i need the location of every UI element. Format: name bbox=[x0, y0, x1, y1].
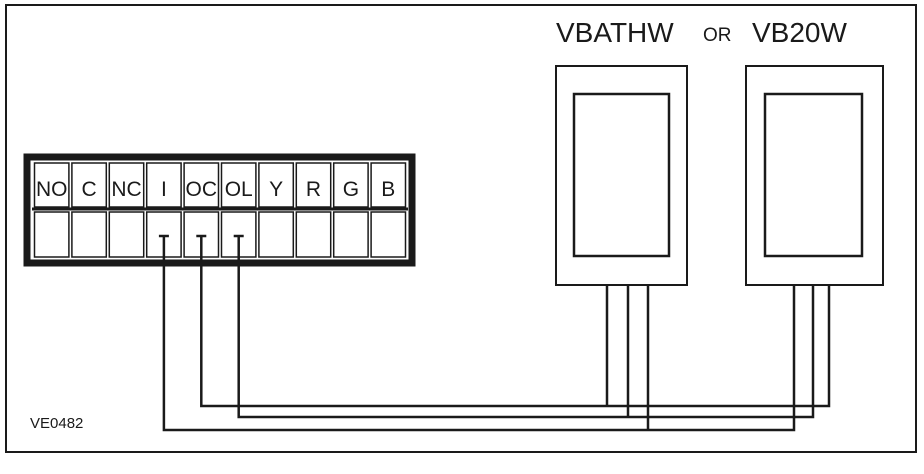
device-a-title: VBATHW bbox=[556, 17, 674, 48]
terminal-label-cell bbox=[108, 162, 145, 208]
device-a-screen bbox=[572, 92, 671, 258]
diagram-border bbox=[5, 4, 917, 453]
terminal-label-cell bbox=[295, 162, 332, 208]
terminal-label-cell bbox=[258, 162, 295, 208]
terminal-screw-cell bbox=[332, 211, 369, 258]
wire-i bbox=[162, 236, 796, 432]
device-b bbox=[745, 65, 884, 286]
terminal-label-nc: NC bbox=[111, 178, 141, 201]
device-a bbox=[555, 65, 688, 286]
wire-oc bbox=[200, 236, 831, 408]
terminal-label-oc: OC bbox=[186, 178, 218, 201]
terminal-screw-cell bbox=[108, 211, 145, 258]
terminal-label-ol: OL bbox=[225, 178, 253, 201]
terminal-label-y: Y bbox=[269, 178, 283, 201]
terminal-screw-cell bbox=[370, 211, 407, 258]
wire-ol bbox=[237, 236, 815, 419]
terminal-label-cell bbox=[71, 162, 108, 208]
wiring bbox=[158, 234, 831, 432]
terminal-label-no: NO bbox=[36, 178, 68, 201]
terminal-label-cell bbox=[33, 162, 70, 208]
terminal-label-r: R bbox=[306, 178, 321, 201]
title-connector: OR bbox=[703, 25, 732, 46]
device-b-outer bbox=[745, 65, 884, 286]
terminal-label-i: I bbox=[161, 178, 167, 201]
terminal-label-c: C bbox=[82, 178, 97, 201]
device-a-outer bbox=[555, 65, 688, 286]
terminal-label-cell bbox=[332, 162, 369, 208]
terminal-screw-cell bbox=[295, 211, 332, 258]
figure-code: VE0482 bbox=[30, 415, 83, 432]
terminal-label-cell bbox=[220, 162, 257, 208]
terminal-label-cell bbox=[370, 162, 407, 208]
terminal-screw-cell bbox=[71, 211, 108, 258]
terminal-screw-cell bbox=[33, 211, 70, 258]
terminal-screw-cell bbox=[258, 211, 295, 258]
terminal-label-b: B bbox=[381, 178, 395, 201]
terminal-label-cell bbox=[145, 162, 182, 208]
terminal-label-g: G bbox=[343, 178, 359, 201]
device-b-screen bbox=[763, 92, 864, 258]
device-b-title: VB20W bbox=[752, 17, 847, 48]
terminal-label-cell bbox=[183, 162, 220, 208]
